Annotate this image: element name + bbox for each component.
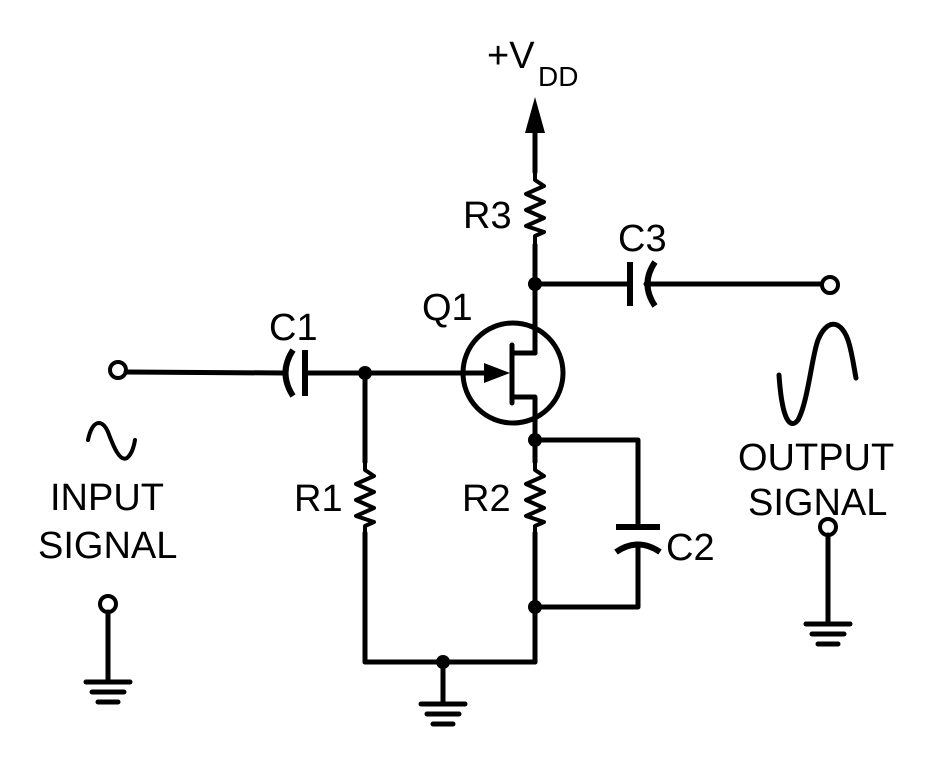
- circuit-ground-icon: [418, 659, 468, 727]
- supply-arrow: [525, 97, 545, 175]
- c3-label: C3: [618, 218, 667, 260]
- c1-label: C1: [269, 307, 318, 349]
- capacitor-c1: [282, 348, 308, 398]
- resistor-r3: [524, 170, 546, 247]
- input-ground-icon: [83, 609, 133, 705]
- resistor-r1: [354, 460, 376, 535]
- gate-arrow: [484, 363, 510, 383]
- supply-label-subscript: DD: [538, 61, 578, 92]
- output-sine-wave-icon: [776, 321, 859, 427]
- output-ground-icon: [803, 532, 853, 647]
- bypass-junction: [528, 600, 542, 614]
- input-label-line1: INPUT: [50, 477, 164, 519]
- output-terminal: [820, 275, 840, 295]
- output-label-line1: OUTPUT: [738, 437, 894, 479]
- r2-label: R2: [462, 478, 511, 520]
- c2-label: C2: [666, 527, 715, 569]
- input-terminal: [108, 360, 128, 380]
- supply-label: +V: [487, 35, 535, 77]
- resistor-r2: [524, 460, 546, 535]
- r1-label: R1: [294, 478, 343, 520]
- r3-label: R3: [463, 195, 512, 237]
- output-label-line2: SIGNAL: [748, 482, 887, 524]
- input-label-line2: SIGNAL: [38, 525, 177, 567]
- q1-label: Q1: [422, 287, 473, 329]
- transistor-q1: [460, 320, 566, 443]
- input-sine-wave-icon: [86, 421, 137, 461]
